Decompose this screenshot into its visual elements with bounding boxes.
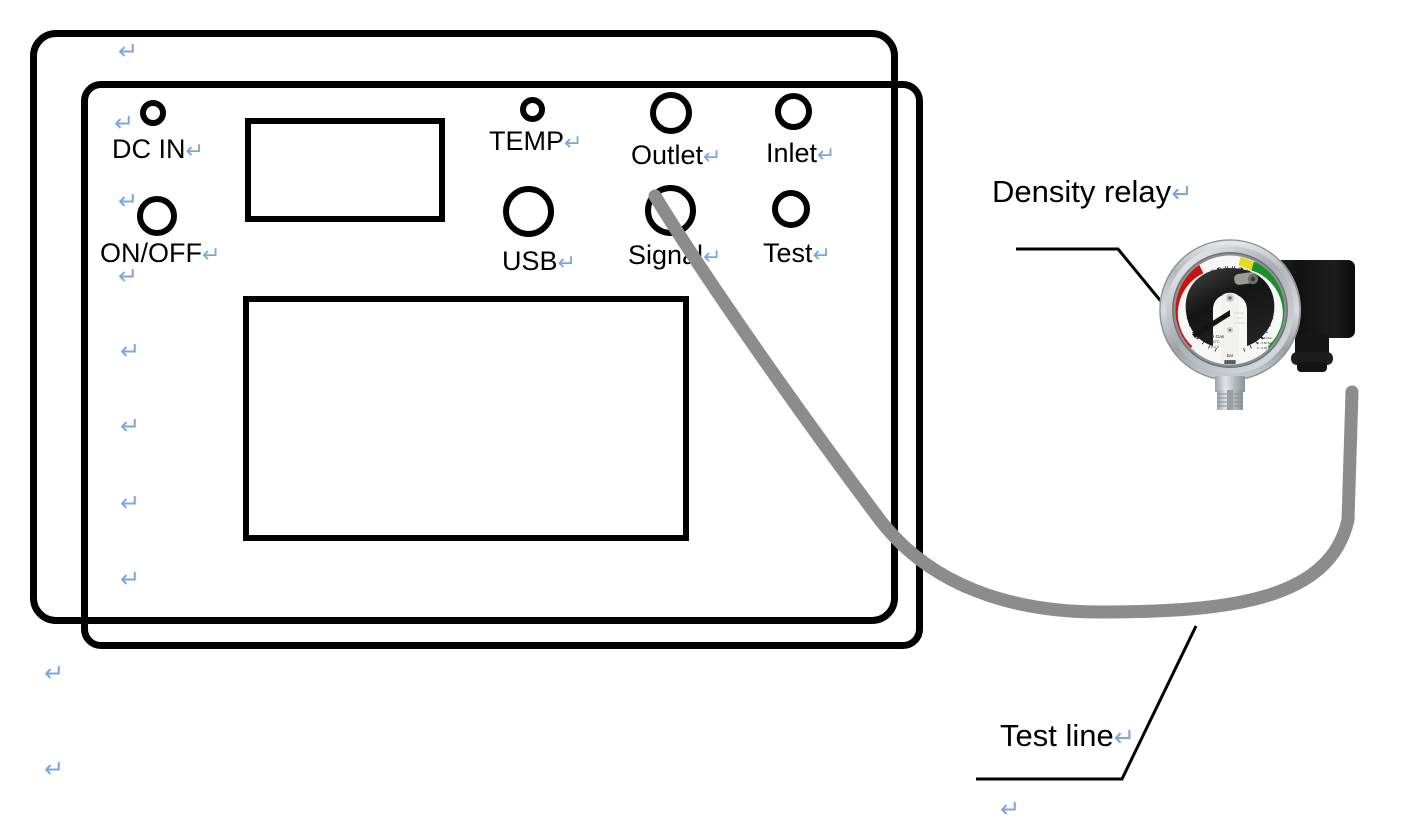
callout-density-relay: Density relay↵ xyxy=(992,176,1192,207)
density-relay-gauge: 123456789 SF6 Gas xyxy=(1155,238,1405,438)
port-label-on-off: ON/OFF↵ xyxy=(100,240,221,267)
svg-text:█████: █████ xyxy=(1224,360,1236,364)
zone-warning xyxy=(1238,256,1255,271)
callout-test-line-text: Test line xyxy=(1000,718,1114,753)
pilcrow-icon: ↵ xyxy=(114,110,135,137)
port-label-text: TEMP xyxy=(489,126,565,156)
gauge-dial-face: 123456789 SF6 Gas xyxy=(1175,255,1285,365)
pilcrow-icon: ↵ xyxy=(120,338,141,365)
pilcrow-icon: ↵ xyxy=(1000,796,1021,823)
callout-test-line: Test line↵ xyxy=(1000,720,1135,751)
port-test[interactable] xyxy=(772,190,810,228)
pilcrow-icon: ↵ xyxy=(202,242,221,267)
port-label-usb: USB↵ xyxy=(502,248,576,275)
port-label-inlet: Inlet↵ xyxy=(766,140,836,167)
pilcrow-icon: ↵ xyxy=(703,144,722,169)
port-label-temp: TEMP↵ xyxy=(489,128,583,155)
pilcrow-icon: ↵ xyxy=(120,490,141,517)
port-dc-in[interactable] xyxy=(140,100,166,126)
gauge-needle xyxy=(1192,310,1230,338)
port-label-outlet: Outlet↵ xyxy=(631,142,722,169)
pilcrow-icon: ↵ xyxy=(812,242,832,267)
pilcrow-icon: ↵ xyxy=(120,413,141,440)
port-label-text: Test xyxy=(763,238,813,268)
port-label-text: ON/OFF xyxy=(100,238,202,268)
pilcrow-icon: ↵ xyxy=(44,660,65,687)
pilcrow-icon: ↵ xyxy=(1171,180,1193,208)
pilcrow-icon: ↵ xyxy=(185,138,205,163)
port-label-dc-in: DC IN↵ xyxy=(112,136,204,163)
svg-text:A : 0.52 bar: A : 0.52 bar xyxy=(1257,336,1272,340)
port-outlet[interactable] xyxy=(650,92,692,134)
callout-density-relay-text: Density relay xyxy=(992,174,1172,209)
svg-text:SF6 Gas: SF6 Gas xyxy=(1206,334,1225,339)
port-signal[interactable] xyxy=(645,185,696,236)
pilcrow-icon: ↵ xyxy=(703,244,722,269)
pilcrow-icon: ↵ xyxy=(120,566,141,593)
port-label-signal: Signal↵ xyxy=(628,242,722,269)
svg-text:DM476: DM476 xyxy=(1234,311,1244,315)
port-label-text: DC IN xyxy=(112,134,186,164)
port-usb[interactable] xyxy=(503,186,554,237)
port-label-text: USB xyxy=(502,246,558,276)
display-window xyxy=(245,118,445,222)
keypad-window xyxy=(243,296,689,541)
pilcrow-icon: ↵ xyxy=(44,756,65,783)
pilcrow-icon: ↵ xyxy=(1113,724,1136,752)
gauge-process-connection xyxy=(1215,376,1245,410)
port-label-text: Inlet xyxy=(766,138,818,168)
port-temp[interactable] xyxy=(520,97,545,122)
pilcrow-icon: ↵ xyxy=(118,38,139,65)
port-inlet[interactable] xyxy=(775,93,812,130)
svg-text:0,1,0: 0,1,0 xyxy=(1211,345,1219,349)
svg-text:-40°C: -40°C xyxy=(1210,340,1220,344)
pilcrow-icon: ↵ xyxy=(118,263,139,290)
port-label-text: Signal xyxy=(628,240,704,270)
pilcrow-icon: ↵ xyxy=(557,250,577,275)
pilcrow-icon: ↵ xyxy=(817,142,836,167)
test-line-leader-line xyxy=(976,625,1198,781)
svg-text:B : 0.50 bar: B : 0.50 bar xyxy=(1257,341,1272,345)
pilcrow-icon: ↵ xyxy=(564,130,583,155)
pilcrow-icon: ↵ xyxy=(118,188,139,215)
gauge-adjust-screw xyxy=(1234,272,1259,285)
svg-text:10 W/VA: 10 W/VA xyxy=(1234,321,1245,325)
port-on-off[interactable] xyxy=(137,196,177,236)
port-label-test: Test↵ xyxy=(763,240,831,267)
svg-text:C : 0.45 bar: C : 0.45 bar xyxy=(1257,346,1272,350)
svg-text:bar: bar xyxy=(1227,353,1234,358)
svg-text:P 250 V: P 250 V xyxy=(1234,316,1244,320)
port-label-text: Outlet xyxy=(631,140,704,170)
